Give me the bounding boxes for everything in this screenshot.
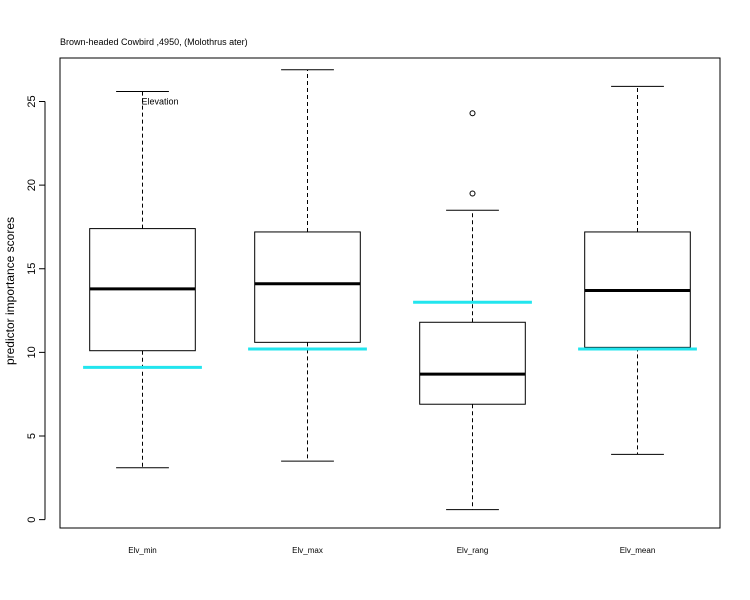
box-Elv_mean bbox=[578, 85, 697, 455]
iqr-box bbox=[254, 231, 361, 343]
y-axis-label: predictor importance scores bbox=[3, 217, 17, 365]
y-tick-label: 20 bbox=[26, 179, 38, 191]
y-tick-label: 15 bbox=[26, 263, 38, 275]
outlier-point bbox=[469, 110, 476, 117]
y-axis: 0 5 10 15 20 25 bbox=[26, 95, 46, 523]
box-Elv_rang bbox=[413, 110, 532, 511]
x-tick-label: Elv_max bbox=[292, 546, 323, 555]
x-tick-label: Elv_mean bbox=[620, 546, 656, 555]
y-tick-label: 25 bbox=[26, 95, 38, 107]
box-Elv_min bbox=[83, 90, 202, 469]
y-tick-label: 0 bbox=[26, 517, 38, 523]
outlier-point bbox=[469, 190, 476, 197]
x-axis-labels: Elv_min Elv_max Elv_rang Elv_mean bbox=[128, 546, 655, 555]
x-tick-label: Elv_min bbox=[128, 546, 156, 555]
iqr-box bbox=[419, 321, 526, 405]
x-tick-label: Elv_rang bbox=[457, 546, 489, 555]
annotation-elevation: Elevation bbox=[142, 96, 179, 106]
box-Elv_max bbox=[248, 69, 367, 462]
boxplot-group bbox=[83, 69, 697, 511]
y-tick-label: 10 bbox=[26, 346, 38, 358]
y-tick-label: 5 bbox=[26, 433, 38, 439]
chart-title: Brown-headed Cowbird ,4950, (Molothrus a… bbox=[60, 37, 248, 47]
plot-frame bbox=[59, 57, 721, 529]
